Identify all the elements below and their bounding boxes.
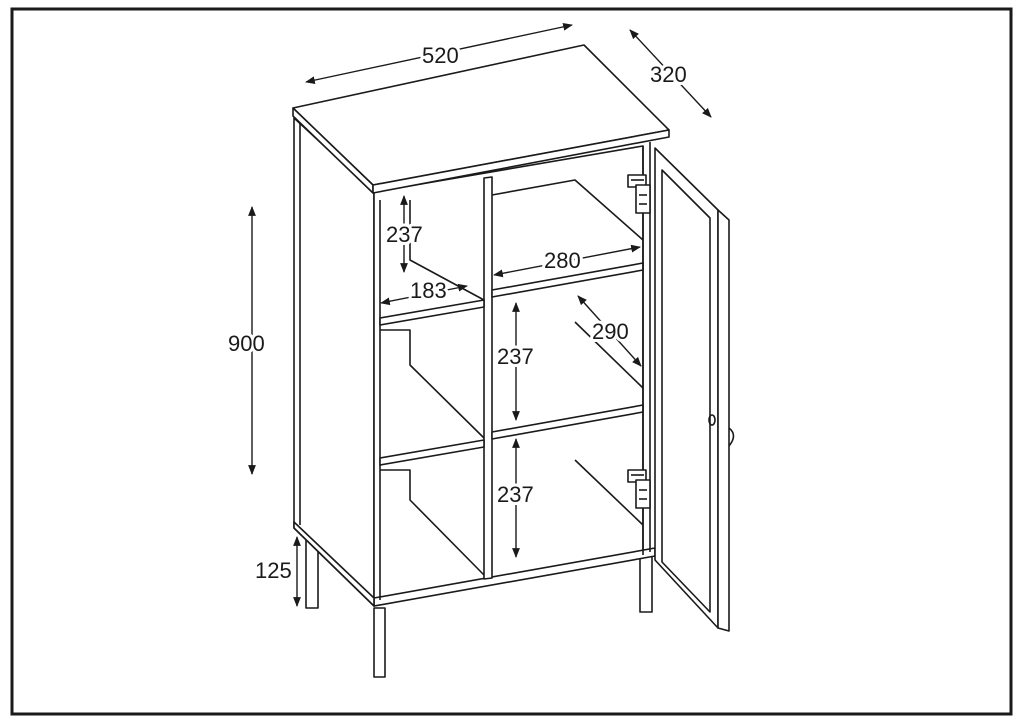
bottom-compartment-height-label: 237 <box>497 482 534 507</box>
door-knob-icon <box>728 427 735 447</box>
hinge-bottom-icon <box>627 469 651 509</box>
leg-height-label: 125 <box>255 558 292 583</box>
middle-compartment-height-label: 237 <box>497 344 534 369</box>
depth-arrow <box>629 29 712 118</box>
hinge-top-icon <box>627 174 651 214</box>
left-shelf-1 <box>379 299 485 326</box>
top-compartment-height-label: 237 <box>386 222 423 247</box>
shelf-depth-arrow <box>577 295 642 367</box>
compartment-width-arrow <box>380 283 468 306</box>
width-label: 520 <box>422 43 459 68</box>
shelf-width-label: 280 <box>544 248 581 273</box>
left-shelf-2 <box>379 439 485 466</box>
width-arrow <box>305 23 573 84</box>
dimension-lines <box>248 23 712 607</box>
door-handle-icon <box>708 414 716 426</box>
compartment-width-label: 183 <box>410 278 447 303</box>
shelf-depth-label: 290 <box>592 319 629 344</box>
top-board <box>292 44 670 194</box>
depth-label: 320 <box>650 62 687 87</box>
height-label: 900 <box>228 331 265 356</box>
shelf-width-arrow <box>493 244 641 278</box>
cabinet-door <box>654 147 730 632</box>
drawing-frame <box>10 7 1013 716</box>
vertical-divider <box>483 176 493 580</box>
